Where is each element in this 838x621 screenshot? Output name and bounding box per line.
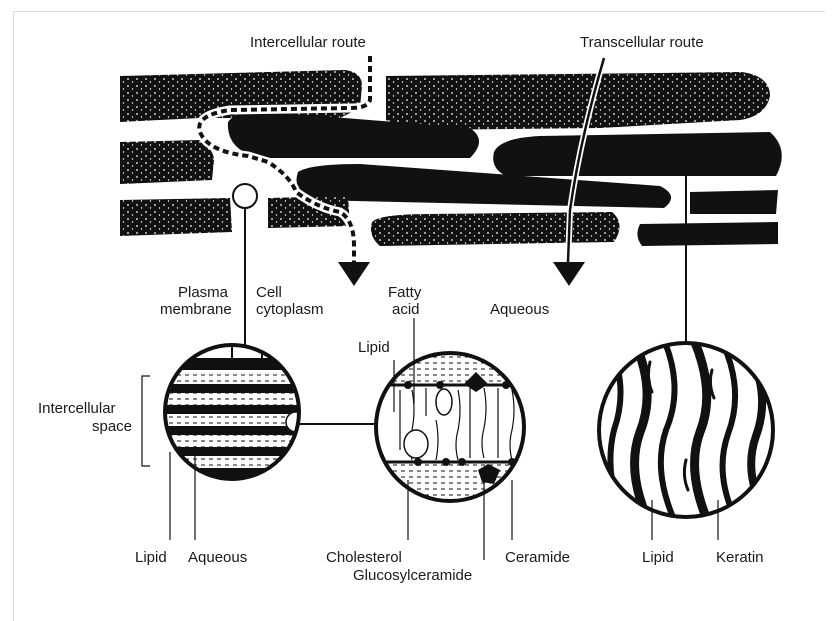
transcellular-route-label: Transcellular route <box>580 34 704 51</box>
plasma-membrane-label-line2: membrane <box>160 301 232 318</box>
ceramide-label: Ceramide <box>505 549 570 566</box>
corneocyte-cell <box>637 222 778 246</box>
corneocyte-cell <box>120 140 214 184</box>
intercellular-route-arrowhead <box>338 262 370 286</box>
intercellular-space-bracket <box>142 376 150 466</box>
keratin-circle <box>599 340 773 524</box>
keratin-label: Keratin <box>716 549 764 566</box>
fatty-acid-label: Fatty <box>388 284 422 301</box>
stratum-corneum-layer <box>120 70 782 246</box>
cell-cytoplasm-label: Cell <box>256 284 282 301</box>
transcellular-route-arrowhead <box>553 262 585 286</box>
intercellular-space-label: Intercellular <box>38 400 116 417</box>
corneocyte-cell <box>690 190 778 214</box>
lipid-right-label: Lipid <box>642 549 674 566</box>
intercellular-route-label: Intercellular route <box>250 34 366 51</box>
intercellular-space-label-line2: space <box>92 418 132 435</box>
plasma-membrane-label: Plasma <box>178 284 229 301</box>
fatty-acid-label-line2: acid <box>392 301 420 318</box>
aqueous-left-label: Aqueous <box>188 549 247 566</box>
corneocyte-cell <box>386 72 770 130</box>
corneocyte-cell <box>493 132 782 176</box>
aqueous-top-label: Aqueous <box>490 301 549 318</box>
cholesterol-label: Cholesterol <box>326 549 402 566</box>
magnified-spot <box>233 184 257 208</box>
cell-cytoplasm-label-line2: cytoplasm <box>256 301 324 318</box>
corneocyte-cell <box>371 212 620 246</box>
lipid-middle-label: Lipid <box>358 339 390 356</box>
glucosylceramide-label: Glucosylceramide <box>353 567 472 584</box>
lipid-left-label: Lipid <box>135 549 167 566</box>
corneocyte-cell <box>120 198 232 236</box>
intercellular-space-circle <box>160 344 310 484</box>
